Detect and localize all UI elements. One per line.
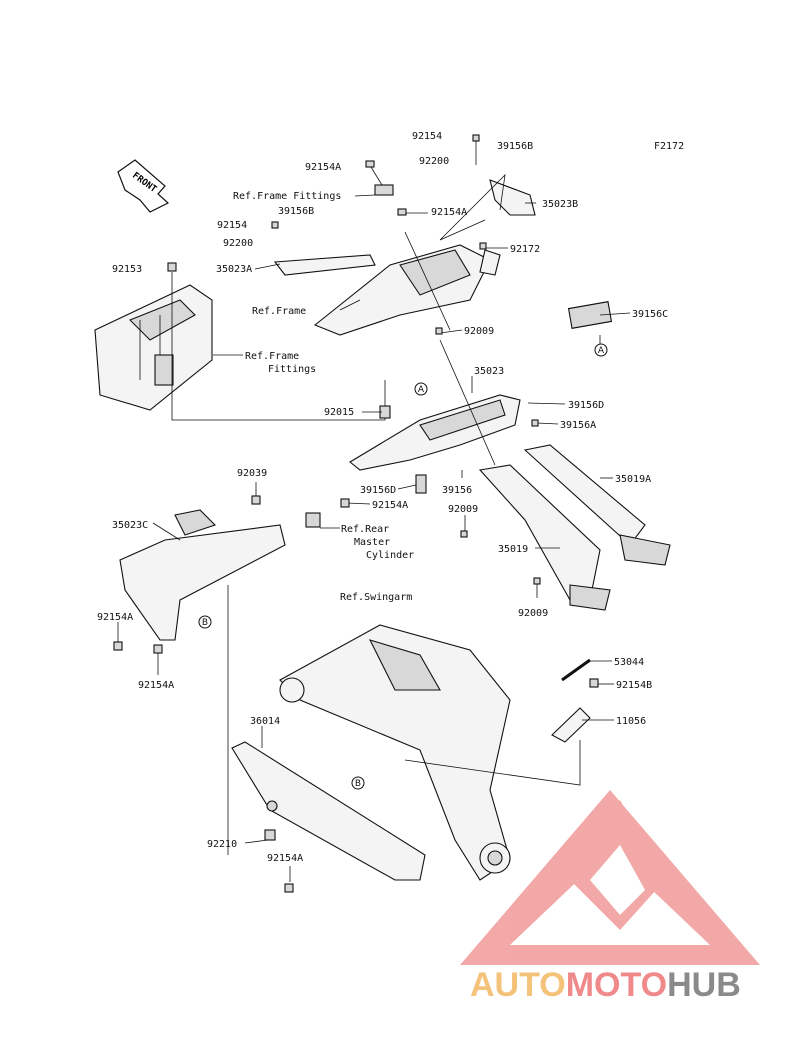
label-92039: 92039 (237, 468, 267, 479)
chain-guard-35023C (119, 509, 286, 641)
tail-cover-35023 (349, 394, 521, 471)
pad-39156C (567, 301, 613, 329)
label-35023C: 35023C (112, 520, 148, 531)
label-92154A-low: 92154A (372, 500, 408, 511)
bracket-top (374, 184, 394, 196)
label-ref-frame-fittings-top: Ref.Frame Fittings (233, 191, 341, 202)
watermark-logo (460, 790, 760, 965)
label-39156C: 39156C (632, 309, 668, 320)
ref-marker-a2: A (414, 382, 428, 396)
label-ref-rear-l3: Cylinder (366, 550, 414, 561)
label-35023: 35023 (474, 366, 504, 377)
svg-text:A: A (418, 385, 425, 395)
bracket-11056 (551, 707, 591, 743)
svg-text:B: B (202, 618, 208, 628)
label-39156: 39156 (442, 485, 472, 496)
label-ref-frame-fittings-l1: Ref.Frame (245, 351, 299, 362)
label-92172: 92172 (510, 244, 540, 255)
label-ref-rear-l2: Master (354, 537, 390, 548)
ref-marker-b1: B (198, 615, 212, 629)
label-92154A-mid: 92154A (431, 207, 467, 218)
rear-inner-fender (313, 244, 501, 336)
chain-case-36014 (231, 741, 426, 881)
rear-stay-35019 (478, 464, 611, 611)
bolts (113, 134, 599, 893)
label-92200-top: 92200 (419, 156, 449, 167)
svg-text:A: A (598, 346, 605, 356)
label-92154A-bottom: 92154A (267, 853, 303, 864)
label-92154A-left1: 92154A (97, 612, 133, 623)
label-92009-top: 92009 (464, 326, 494, 337)
label-92154A-left2: 92154A (138, 680, 174, 691)
label-39156D-right: 39156D (568, 400, 604, 411)
leader-lines (117, 138, 631, 882)
label-92009-mid: 92009 (448, 504, 478, 515)
battery-case (94, 284, 213, 411)
label-92009-low: 92009 (518, 608, 548, 619)
rear-stay-35019A (523, 444, 671, 566)
side-cover-35023A (273, 254, 376, 276)
label-53044: 53044 (614, 657, 644, 668)
label-92154A-top: 92154A (305, 162, 341, 173)
label-ref-frame-fittings-l2: Fittings (268, 364, 316, 375)
label-92154-left: 92154 (217, 220, 247, 231)
front-arrow-icon: FRONT (117, 159, 170, 213)
label-ref-rear-l1: Ref.Rear (341, 524, 389, 535)
label-39156B-left: 39156B (278, 206, 314, 217)
label-39156A: 39156A (560, 420, 596, 431)
pad-39156D (415, 474, 427, 494)
side-cover-35023B (489, 179, 536, 216)
diagram-code: F2172 (654, 141, 684, 152)
label-39156D-low: 39156D (360, 485, 396, 496)
label-ref-frame: Ref.Frame (252, 306, 306, 317)
label-92015: 92015 (324, 407, 354, 418)
label-92154-top: 92154 (412, 131, 442, 142)
ref-marker-b2: B (351, 776, 365, 790)
swingarm (279, 624, 511, 881)
leader-92153 (171, 272, 386, 421)
watermark-text: AUTOMOTOHUB (470, 966, 741, 1004)
label-92210: 92210 (207, 839, 237, 850)
pin-53044 (561, 658, 591, 682)
label-39156B-top: 39156B (497, 141, 533, 152)
label-35023A: 35023A (216, 264, 252, 275)
label-92154B: 92154B (616, 680, 652, 691)
ref-marker-a1: A (594, 343, 608, 357)
label-92200-left: 92200 (223, 238, 253, 249)
label-35023B: 35023B (542, 199, 578, 210)
label-ref-swingarm: Ref.Swingarm (340, 592, 412, 603)
label-35019A: 35019A (615, 474, 651, 485)
label-35019: 35019 (498, 544, 528, 555)
master-cylinder-mount (305, 512, 321, 528)
label-36014: 36014 (250, 716, 280, 727)
svg-text:B: B (355, 779, 361, 789)
label-92153: 92153 (112, 264, 142, 275)
label-11056: 11056 (616, 716, 646, 727)
